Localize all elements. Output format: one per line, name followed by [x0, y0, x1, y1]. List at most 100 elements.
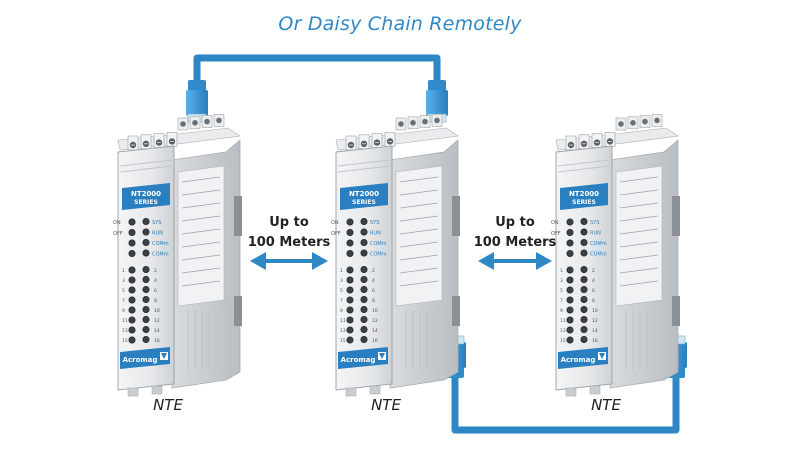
led-icon	[580, 335, 588, 343]
channel-label: 16	[154, 338, 160, 344]
channel-label: 8	[154, 298, 157, 304]
status-led-label: COMm	[590, 252, 607, 258]
led-icon	[566, 296, 574, 304]
channel-label: 11	[340, 318, 346, 324]
led-icon	[142, 265, 150, 273]
channel-label: 5	[340, 288, 343, 294]
status-led-label: COMm	[370, 241, 387, 247]
channel-label: 8	[372, 298, 375, 304]
led-icon	[580, 265, 588, 273]
channel-label: 2	[592, 268, 595, 274]
led-icon	[128, 306, 136, 314]
led-icon	[566, 326, 574, 334]
channel-label: 16	[592, 338, 598, 344]
channel-label: 8	[592, 298, 595, 304]
led-icon	[566, 286, 574, 294]
led-icon	[128, 326, 136, 334]
channel-label: 15	[122, 338, 128, 344]
led-icon	[580, 218, 588, 226]
led-icon	[580, 275, 588, 283]
led-icon	[128, 266, 136, 274]
channel-label: 15	[560, 338, 566, 344]
led-icon	[566, 316, 574, 324]
led-icon	[360, 325, 368, 333]
led-icon	[128, 218, 136, 226]
led-icon	[346, 296, 354, 304]
led-icon	[580, 295, 588, 303]
series-label: NT2000	[349, 190, 379, 198]
bottom-cable	[451, 378, 680, 434]
channel-label: 4	[372, 278, 375, 284]
channel-label: 12	[372, 318, 378, 324]
led-icon	[566, 250, 574, 258]
double-arrow-icon	[478, 252, 552, 270]
led-icon	[360, 315, 368, 323]
series-label: SERIES	[572, 199, 596, 206]
led-icon	[142, 285, 150, 293]
led-icon	[580, 285, 588, 293]
led-icon	[580, 325, 588, 333]
led-icon	[566, 239, 574, 247]
led-icon	[346, 266, 354, 274]
channel-label: 15	[340, 338, 346, 344]
diagram-title: Or Daisy Chain Remotely	[278, 13, 522, 35]
led-icon	[128, 286, 136, 294]
led-icon	[128, 296, 136, 304]
channel-label: 6	[154, 288, 157, 294]
channel-label: 6	[372, 288, 375, 294]
led-icon	[142, 218, 150, 226]
led-icon	[128, 239, 136, 247]
distance-label: Up to 100 Meters	[247, 215, 331, 250]
led-icon	[566, 306, 574, 314]
led-icon	[128, 229, 136, 237]
distance-label: Up to 100 Meters	[473, 215, 557, 250]
led-icon	[360, 305, 368, 313]
channel-label: 14	[154, 328, 160, 334]
led-icon	[128, 336, 136, 344]
channel-label: 6	[592, 288, 595, 294]
led-icon	[580, 239, 588, 247]
status-led-label: RUN	[152, 231, 163, 237]
channel-label: 1	[122, 268, 125, 274]
module-caption: NTE	[153, 396, 183, 414]
channel-label: 7	[122, 298, 125, 304]
channel-label: 10	[154, 308, 160, 314]
channel-label: 11	[122, 318, 128, 324]
top-cable	[193, 54, 441, 80]
channel-label: 14	[372, 328, 378, 334]
led-icon	[346, 286, 354, 294]
brand-label: Acromag	[341, 356, 376, 364]
channel-label: 4	[592, 278, 595, 284]
channel-label: 13	[340, 328, 346, 334]
led-icon	[142, 239, 150, 247]
channel-label: 16	[372, 338, 378, 344]
side-label: ON	[551, 220, 559, 226]
channel-label: 3	[560, 278, 563, 284]
status-led-label: RUN	[370, 231, 381, 237]
led-icon	[566, 218, 574, 226]
led-icon	[128, 250, 136, 258]
led-icon	[360, 265, 368, 273]
channel-label: 9	[122, 308, 125, 314]
channel-label: 2	[154, 268, 157, 274]
led-icon	[142, 228, 150, 236]
led-icon	[566, 229, 574, 237]
channel-label: 5	[122, 288, 125, 294]
channel-label: 1	[560, 268, 563, 274]
led-icon	[142, 315, 150, 323]
led-icon	[580, 249, 588, 257]
channel-label: 9	[340, 308, 343, 314]
channel-label: 13	[560, 328, 566, 334]
channel-label: 10	[592, 308, 598, 314]
brand-label: Acromag	[561, 356, 596, 364]
led-icon	[346, 316, 354, 324]
led-icon	[360, 249, 368, 257]
led-icon	[360, 218, 368, 226]
led-icon	[142, 295, 150, 303]
side-label: OFF	[113, 231, 123, 237]
channel-label: 11	[560, 318, 566, 324]
